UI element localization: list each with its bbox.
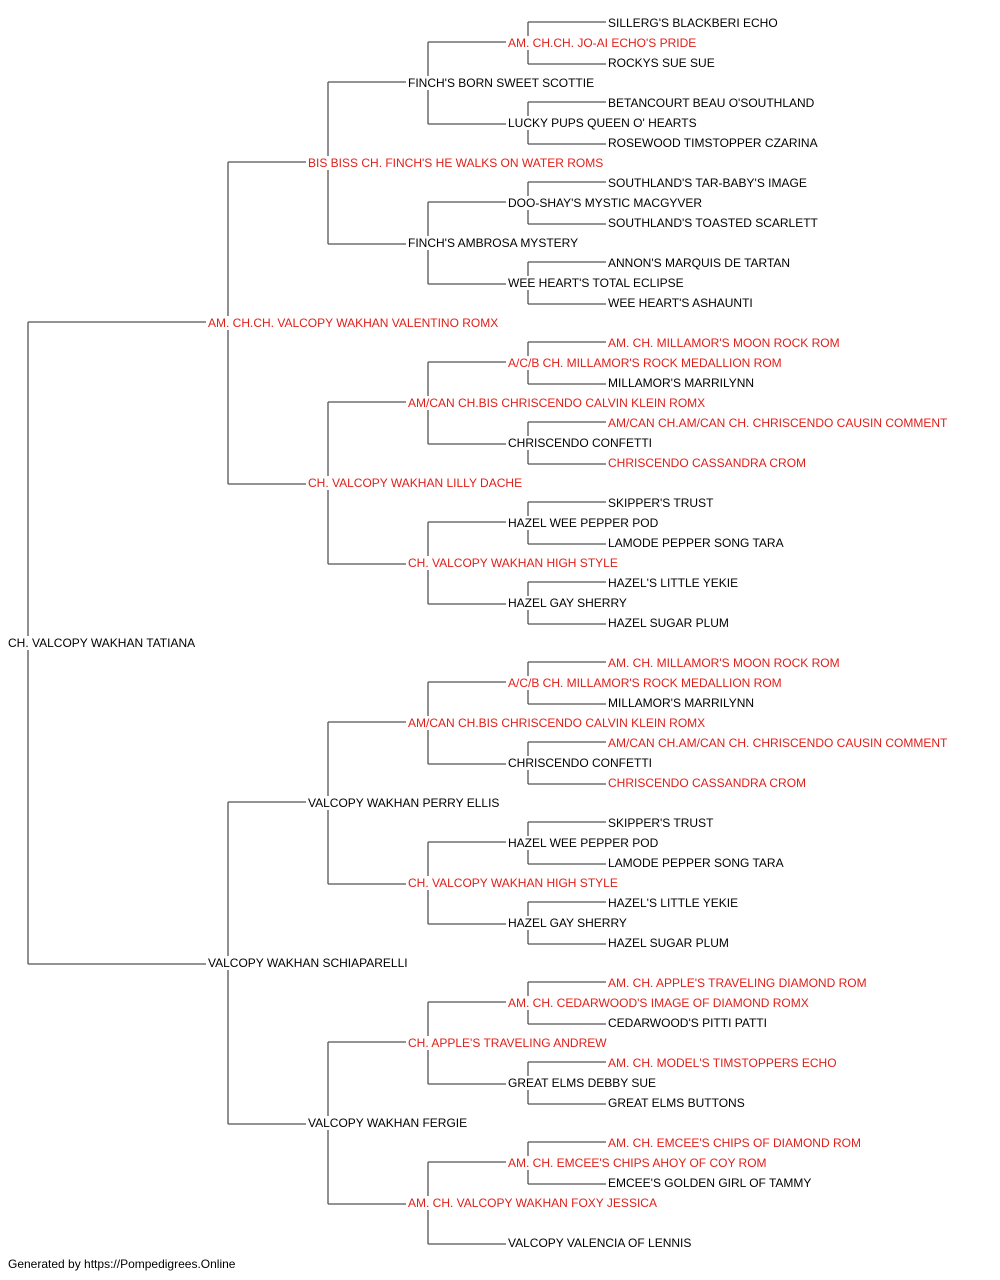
dog-name-gen5: HAZEL'S LITTLE YEKIE: [608, 896, 741, 910]
dog-name-gen5: MILLAMOR'S MARRILYNN: [608, 696, 757, 710]
dog-name-gen5: MILLAMOR'S MARRILYNN: [608, 376, 757, 390]
dog-name-gen5: HAZEL SUGAR PLUM: [608, 616, 731, 630]
dog-name-gen4: AM. CH. CEDARWOOD'S IMAGE OF DIAMOND ROM…: [508, 996, 811, 1010]
dog-name-gen4: AM. CH.CH. JO-AI ECHO'S PRIDE: [508, 36, 699, 50]
dog-name-gen5: BETANCOURT BEAU O'SOUTHLAND: [608, 96, 817, 110]
dog-name-gen1: AM. CH.CH. VALCOPY WAKHAN VALENTINO ROMX: [208, 316, 501, 330]
dog-name-gen5: AM. CH. EMCEE'S CHIPS OF DIAMOND ROM: [608, 1136, 863, 1150]
dog-name-gen4: HAZEL GAY SHERRY: [508, 916, 629, 930]
dog-name-gen1: VALCOPY WAKHAN SCHIAPARELLI: [208, 956, 410, 970]
dog-name-gen5: AM/CAN CH.AM/CAN CH. CHRISCENDO CAUSIN C…: [608, 736, 950, 750]
dog-name-gen5: WEE HEART'S ASHAUNTI: [608, 296, 755, 310]
dog-name-gen5: SILLERG'S BLACKBERI ECHO: [608, 16, 780, 30]
dog-name-gen4: HAZEL GAY SHERRY: [508, 596, 629, 610]
dog-name-gen5: EMCEE'S GOLDEN GIRL OF TAMMY: [608, 1176, 814, 1190]
dog-name-gen2: VALCOPY WAKHAN PERRY ELLIS: [308, 796, 502, 810]
dog-name-gen5: SOUTHLAND'S TOASTED SCARLETT: [608, 216, 820, 230]
dog-name-gen4: GREAT ELMS DEBBY SUE: [508, 1076, 659, 1090]
dog-name-gen0: CH. VALCOPY WAKHAN TATIANA: [8, 636, 198, 650]
dog-name-gen5: AM. CH. APPLE'S TRAVELING DIAMOND ROM: [608, 976, 869, 990]
dog-name-gen3: FINCH'S BORN SWEET SCOTTIE: [408, 76, 597, 90]
dog-name-gen3: CH. APPLE'S TRAVELING ANDREW: [408, 1036, 609, 1050]
dog-name-gen3: CH. VALCOPY WAKHAN HIGH STYLE: [408, 876, 620, 890]
dog-name-gen5: SOUTHLAND'S TAR-BABY'S IMAGE: [608, 176, 809, 190]
dog-name-gen4: CHRISCENDO CONFETTI: [508, 436, 654, 450]
dog-name-gen4: A/C/B CH. MILLAMOR'S ROCK MEDALLION ROM: [508, 676, 784, 690]
dog-name-gen5: HAZEL SUGAR PLUM: [608, 936, 731, 950]
dog-name-gen3: AM/CAN CH.BIS CHRISCENDO CALVIN KLEIN RO…: [408, 396, 708, 410]
dog-name-gen5: AM. CH. MILLAMOR'S MOON ROCK ROM: [608, 656, 842, 670]
dog-name-gen5: ANNON'S MARQUIS DE TARTAN: [608, 256, 793, 270]
dog-name-gen5: LAMODE PEPPER SONG TARA: [608, 856, 786, 870]
dog-name-gen5: HAZEL'S LITTLE YEKIE: [608, 576, 741, 590]
dog-name-gen5: AM. CH. MODEL'S TIMSTOPPERS ECHO: [608, 1056, 839, 1070]
dog-name-gen5: ROCKYS SUE SUE: [608, 56, 717, 70]
dog-name-gen4: A/C/B CH. MILLAMOR'S ROCK MEDALLION ROM: [508, 356, 784, 370]
dog-name-gen3: CH. VALCOPY WAKHAN HIGH STYLE: [408, 556, 620, 570]
dog-name-gen2: VALCOPY WAKHAN FERGIE: [308, 1116, 470, 1130]
dog-name-gen5: SKIPPER'S TRUST: [608, 496, 716, 510]
dog-name-gen4: AM. CH. EMCEE'S CHIPS AHOY OF COY ROM: [508, 1156, 769, 1170]
dog-name-gen4: WEE HEART'S TOTAL ECLIPSE: [508, 276, 686, 290]
dog-name-gen4: LUCKY PUPS QUEEN O' HEARTS: [508, 116, 699, 130]
dog-name-gen4: DOO-SHAY'S MYSTIC MACGYVER: [508, 196, 705, 210]
dog-name-gen5: ROSEWOOD TIMSTOPPER CZARINA: [608, 136, 820, 150]
dog-name-gen4: CHRISCENDO CONFETTI: [508, 756, 654, 770]
dog-name-gen5: CEDARWOOD'S PITTI PATTI: [608, 1016, 769, 1030]
footer-credit: Generated by https://Pompedigrees.Online: [8, 1257, 236, 1271]
dog-name-gen4: VALCOPY VALENCIA OF LENNIS: [508, 1236, 694, 1250]
dog-name-gen3: AM/CAN CH.BIS CHRISCENDO CALVIN KLEIN RO…: [408, 716, 708, 730]
dog-name-gen3: AM. CH. VALCOPY WAKHAN FOXY JESSICA: [408, 1196, 659, 1210]
dog-name-gen5: LAMODE PEPPER SONG TARA: [608, 536, 786, 550]
dog-name-gen2: CH. VALCOPY WAKHAN LILLY DACHE: [308, 476, 525, 490]
dog-name-gen5: AM/CAN CH.AM/CAN CH. CHRISCENDO CAUSIN C…: [608, 416, 950, 430]
dog-name-gen4: HAZEL WEE PEPPER POD: [508, 516, 661, 530]
dog-name-gen5: GREAT ELMS BUTTONS: [608, 1096, 747, 1110]
dog-name-gen5: AM. CH. MILLAMOR'S MOON ROCK ROM: [608, 336, 842, 350]
dog-name-gen5: SKIPPER'S TRUST: [608, 816, 716, 830]
dog-name-gen2: BIS BISS CH. FINCH'S HE WALKS ON WATER R…: [308, 156, 606, 170]
dog-name-gen3: FINCH'S AMBROSA MYSTERY: [408, 236, 581, 250]
dog-name-gen4: HAZEL WEE PEPPER POD: [508, 836, 661, 850]
dog-name-gen5: CHRISCENDO CASSANDRA CROM: [608, 456, 809, 470]
dog-name-gen5: CHRISCENDO CASSANDRA CROM: [608, 776, 809, 790]
